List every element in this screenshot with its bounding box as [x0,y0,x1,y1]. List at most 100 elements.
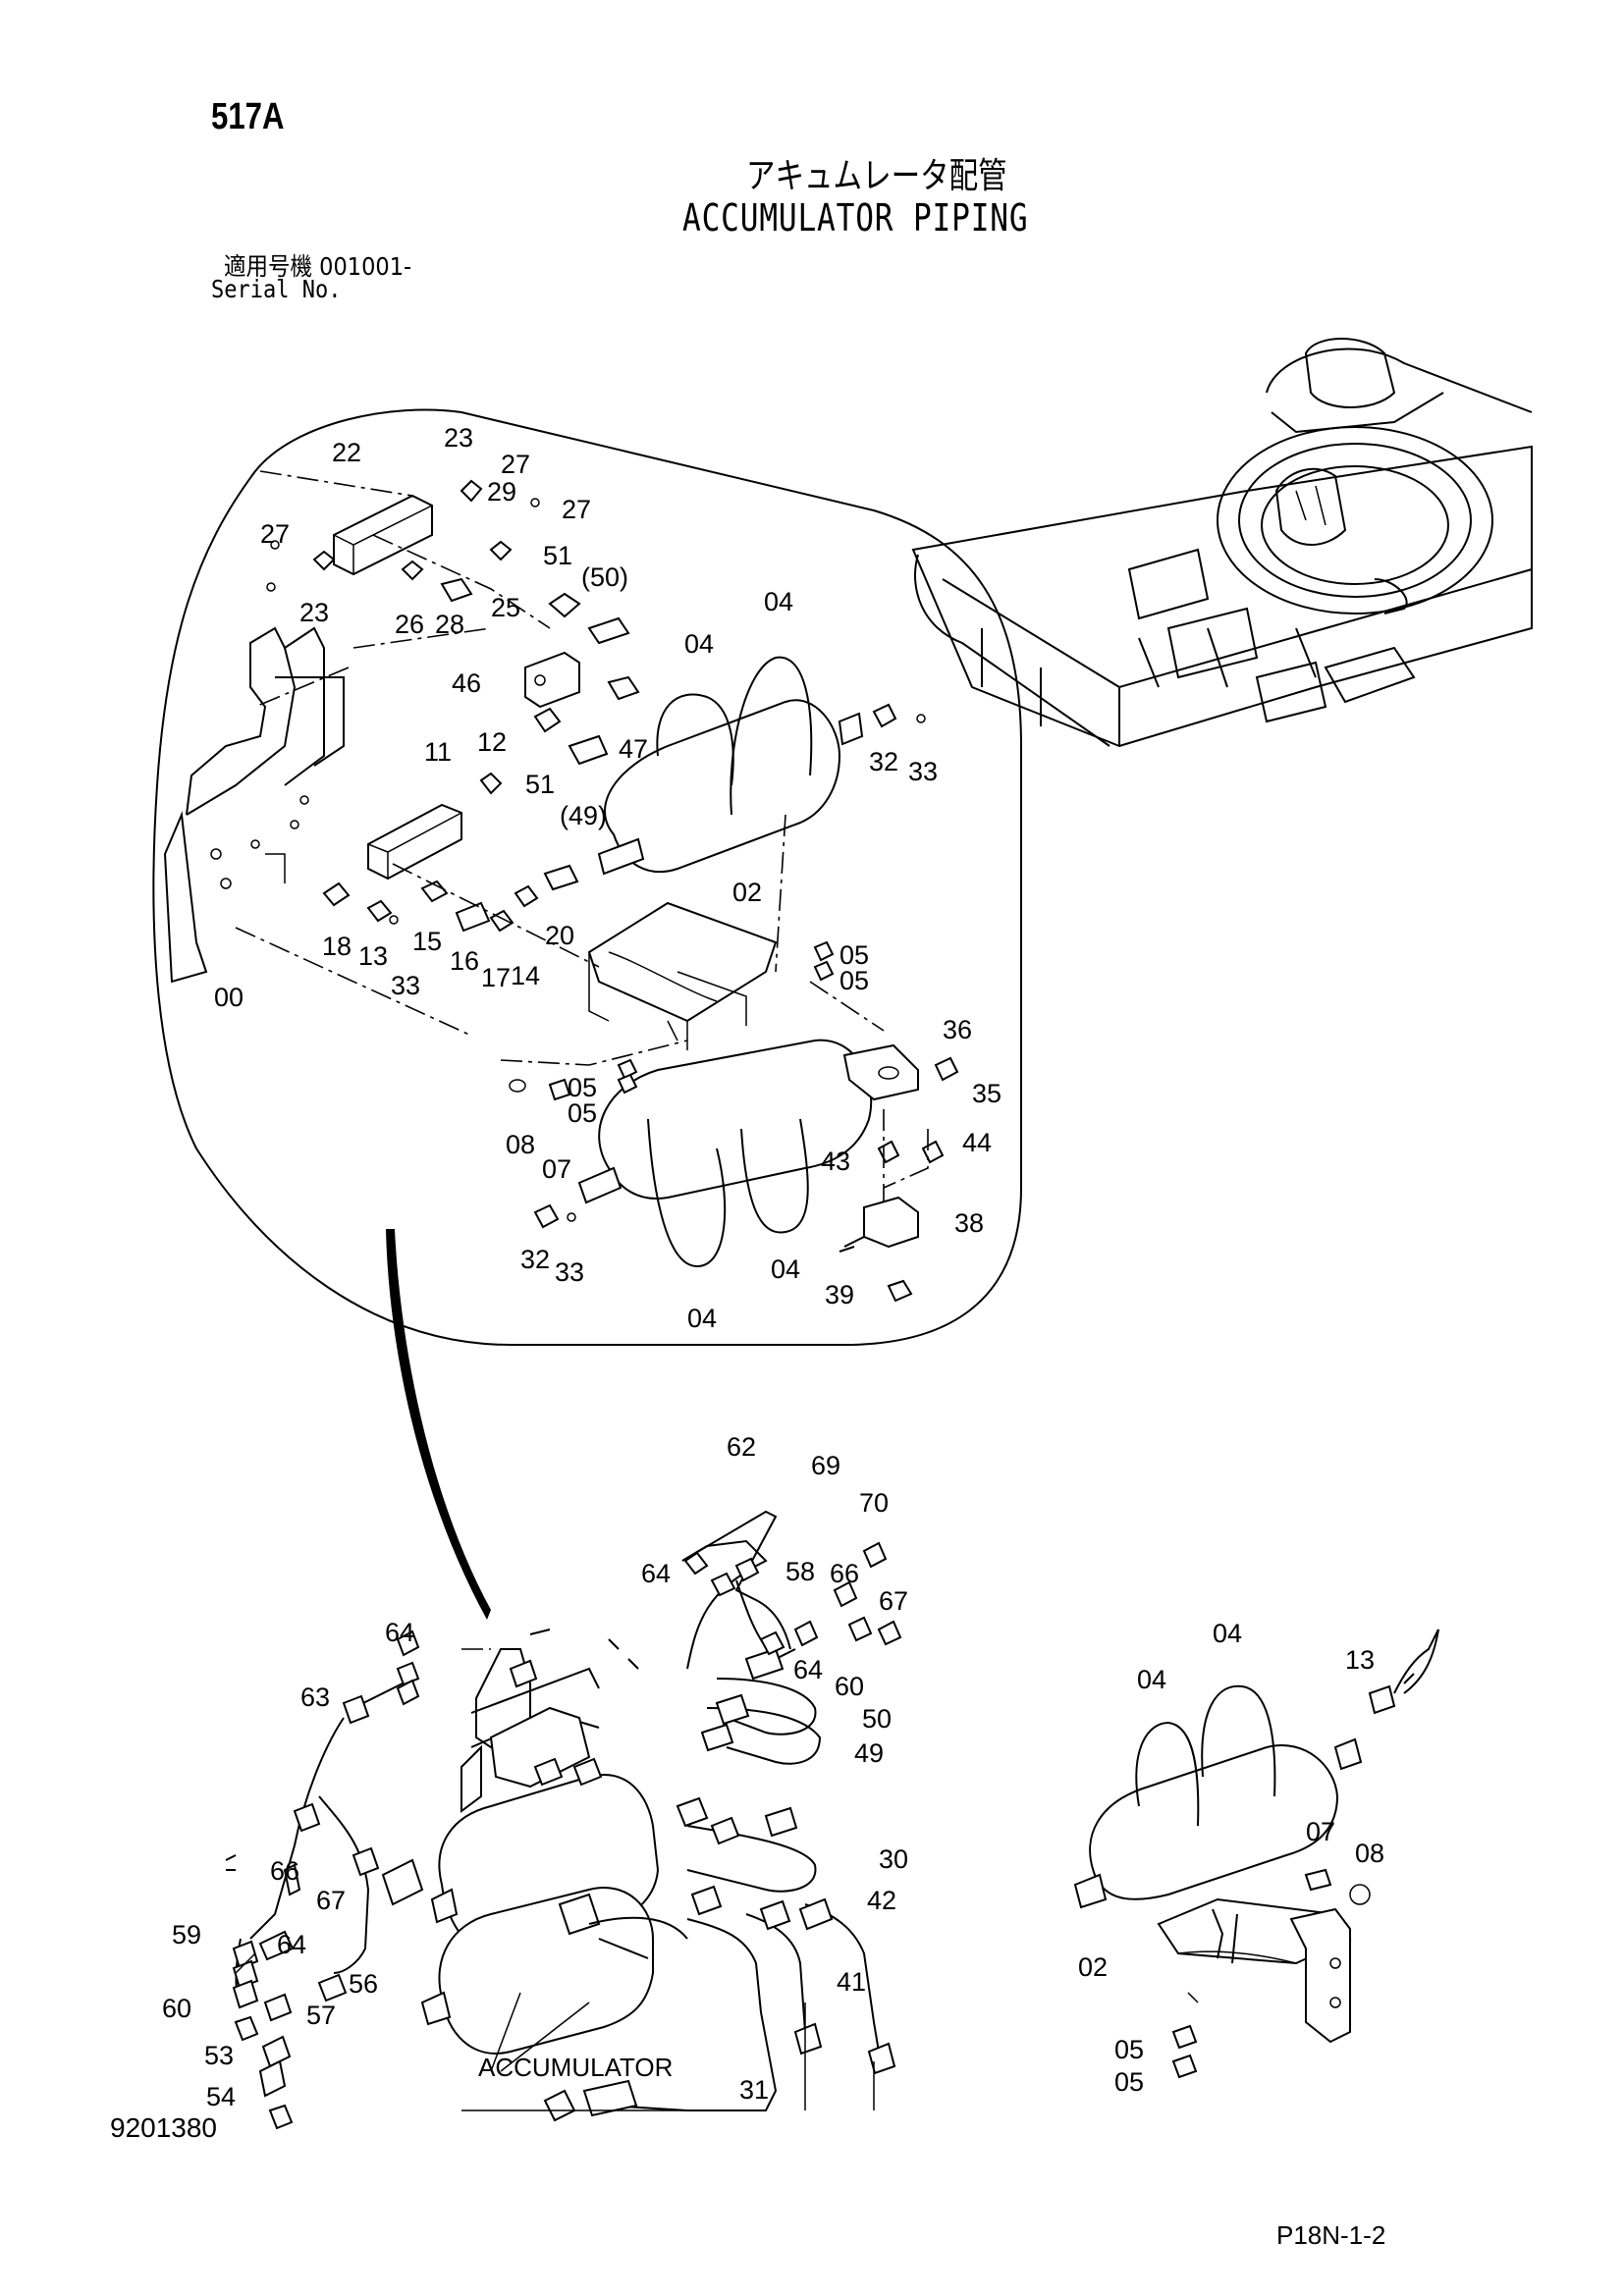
callout: 32 [869,747,898,776]
callout: 26 [395,610,424,639]
callouts-bottom-assembly: 62 69 70 64 58 66 67 64 60 64 50 63 49 3… [162,1432,908,2111]
callout: 36 [943,1015,972,1044]
callout: 04 [764,587,793,616]
callout: 05 [1114,2067,1144,2097]
callout: 32 [520,1245,550,1274]
callout: 27 [562,495,591,524]
top-detail-parts [163,470,959,1303]
callout: 05 [568,1098,597,1128]
callout: 33 [908,757,938,786]
callout: 39 [825,1280,854,1309]
undercarriage-illustration [911,338,1533,748]
callout: 05 [1114,2035,1144,2064]
callout: 23 [444,423,473,453]
callout: 56 [349,1969,378,1999]
callout: 67 [879,1586,908,1616]
callout: 59 [172,1920,201,1949]
callout: 29 [487,477,516,507]
callout: 51 [543,541,572,570]
callout: 04 [687,1304,717,1333]
callout: 62 [727,1432,756,1462]
callout: 53 [204,2041,234,2070]
callout: 50 [862,1704,892,1734]
callouts-top-detail: 22 23 27 29 27 27 23 26 28 25 51 (50) 04… [214,423,1001,1333]
callout: 33 [391,971,420,1000]
detail-frame-top [152,408,1022,1346]
callout: 31 [739,2075,769,2105]
callout: 07 [542,1154,571,1184]
page-id: 517A [211,96,285,137]
callout: 49 [854,1738,884,1768]
callout: 04 [1137,1665,1166,1694]
callout: 43 [821,1147,850,1176]
callout: 05 [839,940,869,970]
bottom-assembly [225,1510,902,2130]
callout: 70 [859,1488,889,1518]
callout: 64 [277,1930,306,1959]
frame-leader [386,1229,491,1620]
callout: 25 [491,593,520,622]
callout: 58 [785,1557,815,1586]
callout: 02 [732,878,762,907]
callout: 27 [501,450,530,479]
callout: 66 [270,1856,299,1886]
callout: 33 [555,1257,584,1287]
callout: 46 [452,668,481,698]
callout: 02 [1078,1952,1108,1982]
callout: 28 [435,610,464,639]
callout: 15 [412,927,442,956]
callout: 60 [162,1994,191,2023]
callout: 13 [1345,1645,1375,1675]
callout: 66 [830,1559,859,1588]
callouts-right-detail: 04 04 13 07 08 02 05 05 [1078,1619,1384,2097]
callout: 16 [450,946,479,976]
callout: 44 [962,1128,992,1157]
callout: (50) [581,562,628,592]
callout: 69 [811,1451,840,1480]
document-number: 9201380 [110,2112,218,2143]
callout: 11 [424,737,452,767]
callout: 42 [867,1886,896,1915]
callout: 64 [793,1655,823,1684]
callout: 57 [306,2001,336,2030]
callout: 51 [525,770,555,799]
callout: 30 [879,1844,908,1874]
callout: 08 [1355,1839,1384,1868]
callout: 63 [300,1682,330,1712]
serial-label-japanese: 適用号機 001001- [224,252,412,281]
callout: 35 [972,1079,1001,1108]
callout: 54 [206,2082,236,2111]
callout: 17 [481,963,511,992]
callout: 23 [299,598,329,627]
callout: 41 [837,1967,866,1997]
callout: 38 [954,1208,984,1238]
callout: 47 [619,734,648,764]
title-english: ACCUMULATOR PIPING [682,196,1029,240]
page-number: P18N-1-2 [1276,2220,1386,2250]
callout: 64 [641,1559,671,1588]
serial-label-english: Serial No. [211,275,342,303]
callout: 04 [771,1255,800,1284]
callout: 22 [332,438,361,467]
callout: 64 [385,1618,414,1647]
callout: 04 [684,629,714,659]
callout: 08 [506,1130,535,1159]
callout: 18 [322,932,352,961]
title-japanese: アキュムレータ配管 [746,156,1007,196]
callout: 20 [545,921,574,950]
callout: 00 [214,983,244,1012]
callout: 60 [835,1672,864,1701]
callout: (49) [560,801,607,830]
callout: 04 [1213,1619,1242,1648]
callout: 13 [358,941,388,971]
callout: 12 [477,727,507,757]
callout: 05 [839,966,869,995]
callout: 14 [511,961,540,990]
right-detail [1073,1629,1439,2079]
callout: 07 [1306,1817,1335,1846]
callout: 67 [316,1886,346,1915]
callout: 05 [568,1073,597,1102]
accumulator-label: ACCUMULATOR [478,2053,673,2082]
callout: 27 [260,519,290,549]
